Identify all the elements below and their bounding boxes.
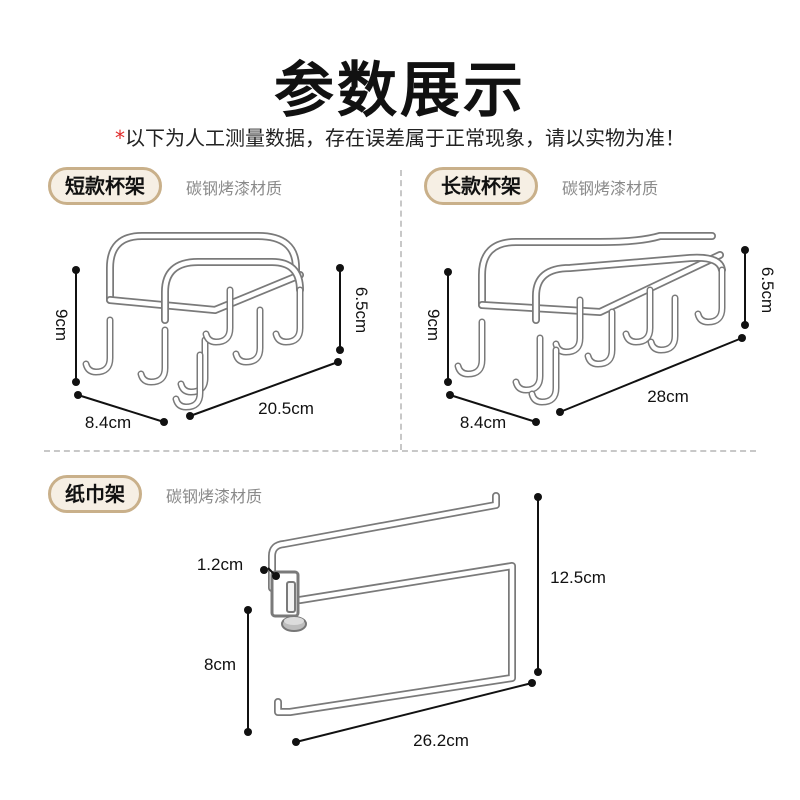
short-rack-label: 短款杯架 (48, 167, 162, 205)
long-cup-rack-drawing: 9cm 6.5cm 8.4cm 28cm (424, 232, 777, 432)
long-hook-height-label: 6.5cm (758, 267, 777, 313)
vertical-divider (400, 170, 402, 450)
horizontal-divider (44, 450, 756, 452)
towel-rack-material: 碳钢烤漆材质 (166, 487, 263, 506)
short-rack-material: 碳钢烤漆材质 (186, 179, 283, 198)
towel-height-label: 12.5cm (550, 568, 606, 587)
towel-drop-label: 8cm (204, 655, 236, 674)
towel-gap-label: 1.2cm (197, 555, 243, 574)
short-hook-height-label: 6.5cm (352, 287, 371, 333)
long-length-label: 28cm (647, 387, 689, 406)
paper-towel-rack-drawing: 1.2cm 8cm 12.5cm 26.2cm (197, 492, 606, 750)
short-depth-label: 8.4cm (85, 413, 131, 432)
short-cup-rack-drawing: 9cm 6.5cm 8.4cm 20.5cm (52, 232, 371, 432)
short-height-label: 9cm (52, 309, 71, 341)
long-height-label: 9cm (424, 309, 443, 341)
page-title: 参数展示 (274, 56, 526, 126)
note-asterisk: * (115, 126, 125, 150)
measurement-note: *以下为人工测量数据，存在误差属于正常现象，请以实物为准！ (0, 122, 800, 151)
short-length-label: 20.5cm (258, 399, 314, 418)
towel-rack-label: 纸巾架 (48, 475, 142, 513)
towel-length-label: 26.2cm (413, 731, 469, 750)
long-rack-material: 碳钢烤漆材质 (562, 179, 659, 198)
note-text: 以下为人工测量数据，存在误差属于正常现象，请以实物为准！ (125, 126, 685, 150)
long-depth-label: 8.4cm (460, 413, 506, 432)
long-rack-label: 长款杯架 (424, 167, 538, 205)
